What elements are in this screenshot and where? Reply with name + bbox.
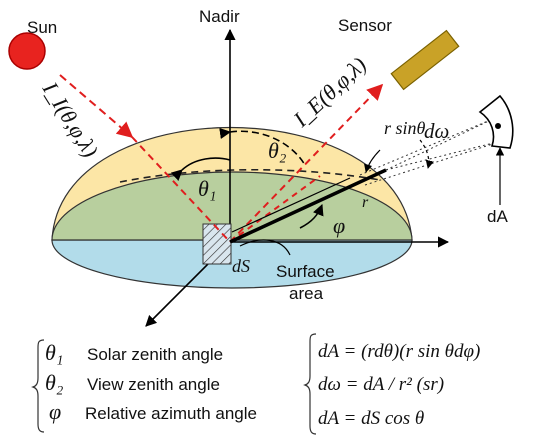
ds-label: dS (232, 256, 250, 276)
theta2-label: θ₂ (268, 138, 287, 163)
equations-bracket (303, 333, 317, 435)
reflected-radiance-label: I_E(θ,φ,λ) (288, 52, 372, 132)
phi-arc (299, 203, 324, 229)
theta2-arc (219, 127, 306, 166)
incident-radiance-label: I_I(θ,φ,λ) (37, 77, 103, 162)
legend-symbol-2: θ₂ (45, 370, 64, 395)
sun-label: Sun (27, 18, 57, 37)
surface-element (202, 223, 232, 265)
legend-symbol-3: φ (49, 399, 61, 424)
ground-ellipse-upper (51, 171, 413, 241)
cone-line-4 (364, 139, 506, 186)
nadir-label: Nadir (199, 7, 240, 26)
da-side-label: dA (487, 207, 508, 226)
incident-ray (59, 74, 134, 139)
r-label: r (362, 194, 369, 211)
ground-ellipse-lower (51, 239, 413, 289)
surface-area-label-1: Surface (276, 262, 335, 281)
r-sin-theta-arc (364, 149, 381, 173)
phi-label: φ (333, 213, 345, 238)
cone-line-1 (385, 117, 496, 171)
radius-offset-line (231, 177, 351, 233)
da-patch (478, 94, 514, 149)
r-sin-theta-label: r sinθ (384, 118, 426, 138)
equation-3: dA = dS cos θ (318, 408, 424, 429)
ds-curl (239, 239, 291, 256)
equation-1: dA = (rdθ)(r sin θdφ) (318, 341, 480, 362)
legend-text-2: View zenith angle (87, 375, 220, 394)
legend-bracket (31, 339, 45, 433)
sun-icon (8, 32, 46, 70)
theta1-arc (170, 157, 231, 181)
d-omega-label: dω (424, 119, 449, 143)
equation-2: dω = dA / r² (sr) (318, 374, 444, 395)
legend-text-1: Solar zenith angle (87, 345, 223, 364)
sensor-icon (390, 29, 460, 91)
reflected-ray (229, 83, 384, 243)
legend-symbol-1: θ₁ (45, 340, 63, 365)
da-dot (495, 123, 501, 129)
legend-text-3: Relative azimuth angle (85, 404, 257, 423)
d-omega-arc (419, 139, 434, 169)
sensor-label: Sensor (338, 16, 392, 35)
theta1-label: θ₁ (198, 176, 216, 201)
radius-vector (229, 168, 387, 244)
ellipse-dashed-rim (119, 168, 381, 183)
view-projection (229, 175, 321, 243)
surface-area-label-2: area (289, 284, 324, 303)
cone-line-2 (385, 139, 506, 171)
